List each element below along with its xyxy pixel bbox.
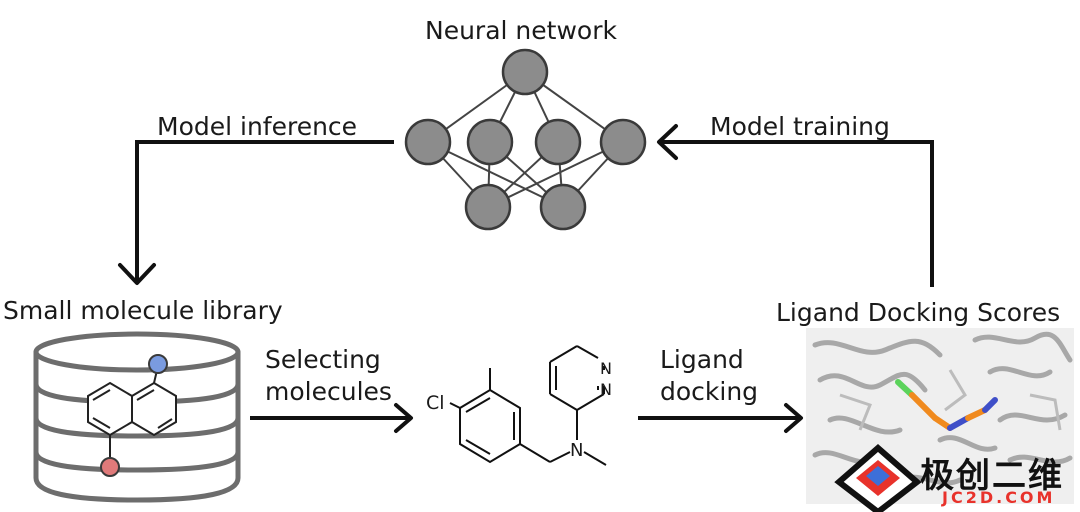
docking-line1: Ligand: [660, 345, 744, 374]
watermark-logo-icon: [834, 444, 922, 512]
watermark-brand: 极创二维: [920, 456, 1064, 496]
chlorine-atom-label: Cl: [426, 392, 445, 414]
network-node: [466, 118, 514, 166]
naphthalene-structure: [87, 365, 177, 462]
network-node: [534, 118, 582, 166]
atom-red: [100, 457, 120, 477]
selecting-line2: molecules: [265, 377, 392, 406]
network-nodes: [404, 48, 647, 231]
pyridazine-n-label-top: N: [600, 359, 612, 378]
amine-nitrogen-label: N: [570, 440, 584, 461]
selecting-molecules-label: Selecting molecules: [265, 344, 392, 408]
network-node: [539, 183, 587, 231]
docking-arrow: [638, 403, 803, 433]
selecting-line1: Selecting: [265, 345, 381, 374]
model-inference-label: Model inference: [157, 112, 358, 141]
inference-arrow: [118, 140, 394, 285]
watermark-domain: JC2D.COM: [942, 488, 1056, 507]
library-label: Small molecule library: [3, 296, 283, 325]
docking-line2: docking: [660, 377, 759, 406]
network-node: [599, 118, 647, 166]
atom-blue: [148, 354, 168, 374]
network-node: [501, 48, 549, 96]
pyridazine-n-label-bottom: N: [600, 380, 612, 399]
network-node: [464, 183, 512, 231]
training-arrow: [657, 124, 934, 287]
selecting-arrow: [250, 403, 413, 433]
scores-label: Ligand Docking Scores: [776, 298, 1061, 327]
ligand-docking-label: Ligand docking: [660, 344, 758, 408]
selected-molecule: [449, 345, 607, 466]
neural-network-label: Neural network: [425, 16, 617, 45]
model-training-label: Model training: [710, 112, 890, 141]
network-node: [404, 118, 452, 166]
